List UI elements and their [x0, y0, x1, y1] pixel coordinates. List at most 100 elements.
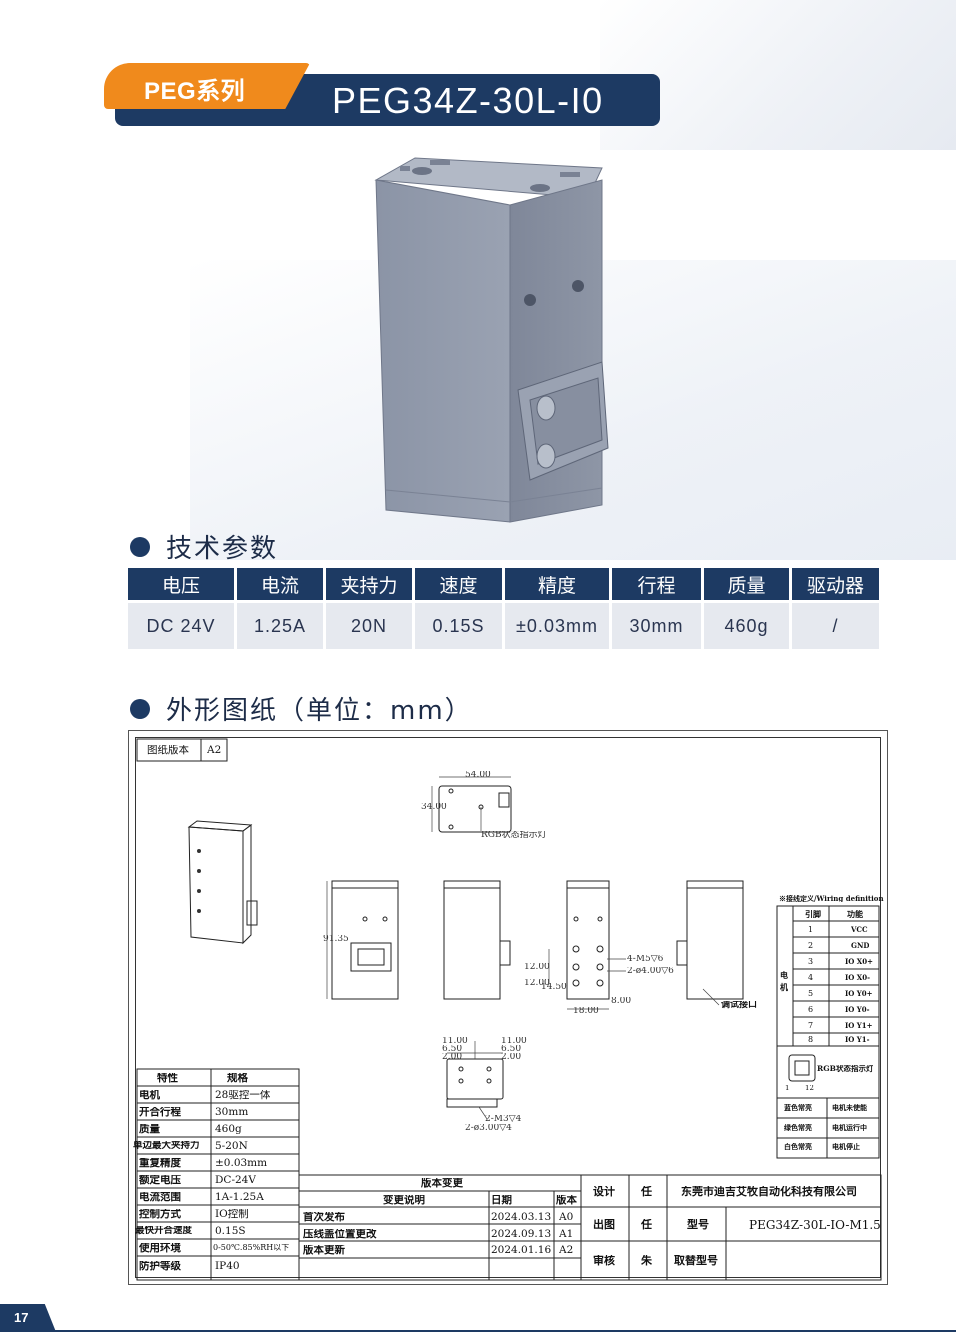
change-date: 2024.09.13 — [491, 1229, 552, 1240]
product-render — [374, 157, 609, 523]
wiring-col-pin: 引脚 — [805, 910, 821, 918]
prop-value: 1A-1.25A — [215, 1192, 264, 1203]
wiring-func: GND — [851, 942, 870, 949]
spec-header: 夹持力 — [326, 568, 412, 600]
wiring-func: IO Y1+ — [845, 1022, 873, 1029]
rgb-callout: RGB状态指示灯 — [481, 831, 547, 840]
change-ver: A1 — [559, 1229, 574, 1240]
technical-drawing: 图纸版本 A2 54.00 34.00 RGB状态指示灯 91.35 12.00… — [128, 730, 888, 1285]
dim-label: 6.50 — [442, 1045, 463, 1054]
dim-label: 12.00 — [524, 963, 550, 972]
prop-value: 5-20N — [215, 1141, 248, 1152]
tb-design: 设计 — [593, 1186, 615, 1197]
version-value: A2 — [207, 745, 222, 756]
rgb-pin: 12 — [805, 1085, 814, 1092]
prop-key: 质量 — [139, 1124, 160, 1135]
spec-value: 1.25A — [237, 603, 323, 649]
prop-key: 开合行程 — [139, 1107, 181, 1118]
wiring-pin: 5 — [808, 990, 814, 998]
dim-label: 2.00 — [442, 1053, 463, 1062]
spec-header: 电压 — [128, 568, 234, 600]
spec-value: 20N — [326, 603, 412, 649]
rgb-pin: 1 — [785, 1085, 790, 1092]
change-date: 2024.01.16 — [491, 1245, 552, 1256]
prop-key: 额定电压 — [139, 1175, 181, 1186]
props-col-b: 规格 — [227, 1073, 248, 1084]
wiring-func: IO Y0- — [845, 1006, 870, 1013]
drawing-border — [135, 737, 881, 1278]
dim-label: 54.00 — [465, 771, 491, 780]
page-number-tab: 17 — [0, 1304, 56, 1332]
tb-review: 审核 — [593, 1255, 615, 1266]
rgb-meaning: 电机停止 — [832, 1143, 860, 1150]
wiring-pin: 2 — [808, 942, 814, 950]
wiring-func: IO X0- — [845, 974, 871, 981]
change-ver: A0 — [559, 1212, 574, 1223]
dim-label: 11.00 — [501, 1037, 527, 1046]
prop-value: 30mm — [215, 1107, 249, 1118]
changes-title: 版本变更 — [421, 1178, 463, 1189]
tb-model-label: 型号 — [687, 1219, 709, 1230]
spec-header: 驱动器 — [792, 568, 879, 600]
dim-label: 6.50 — [501, 1045, 522, 1054]
spec-value: 0.15S — [415, 603, 502, 649]
prop-key: 最快开合速度 — [135, 1226, 193, 1236]
change-desc: 版本更新 — [303, 1245, 345, 1256]
bottom-view — [446, 1041, 504, 1120]
prop-key: 防护等级 — [139, 1261, 181, 1272]
dim-label: 2-M3▽4 — [485, 1115, 522, 1124]
bullet-icon — [130, 698, 150, 719]
wiring-pin: 8 — [808, 1036, 814, 1044]
series-tag: PEG系列 — [104, 63, 310, 109]
wiring-pin: 3 — [808, 958, 814, 966]
wiring-motor-label: 电机 — [780, 970, 788, 992]
iso-view — [187, 820, 258, 945]
prop-value: 0-50℃.85%RH以下 — [213, 1244, 290, 1252]
page-number: 17 — [14, 1310, 29, 1325]
rgb-state: 绿色常亮 — [784, 1124, 812, 1131]
wiring-func: IO X0+ — [845, 958, 873, 965]
change-date: 2024.03.13 — [491, 1212, 552, 1223]
spec-table: 电压 电流 夹持力 速度 精度 行程 质量 驱动器 DC 24V 1.25A 2… — [128, 568, 882, 649]
prop-value: 460g — [215, 1124, 242, 1135]
changes-col-date: 日期 — [491, 1195, 512, 1206]
front-views — [326, 880, 744, 1010]
spec-value: 460g — [704, 603, 789, 649]
spec-value: / — [792, 603, 879, 649]
spec-value: 30mm — [612, 603, 701, 649]
wiring-pin: 4 — [808, 974, 814, 982]
prop-value: IP40 — [215, 1261, 240, 1272]
spec-header-row: 电压 电流 夹持力 速度 精度 行程 质量 驱动器 — [128, 568, 882, 600]
wiring-func: IO Y0+ — [845, 990, 873, 997]
wiring-func: VCC — [851, 926, 868, 933]
dim-label: 12.00 — [524, 979, 550, 988]
prop-value: ±0.03mm — [215, 1158, 268, 1169]
tb-review-by: 朱 — [641, 1255, 652, 1266]
wiring-table-lines — [776, 905, 880, 1047]
dim-label: 11.00 — [442, 1037, 468, 1046]
spec-value: ±0.03mm — [505, 603, 609, 649]
props-col-a: 特性 — [157, 1073, 178, 1084]
footer-line — [40, 1330, 956, 1332]
dim-label: 91.35 — [323, 935, 349, 944]
drawing-linework — [136, 738, 882, 1281]
series-label: PEG系列 — [144, 78, 246, 105]
top-view — [431, 776, 512, 833]
dim-label: 18.00 — [573, 1007, 599, 1016]
spec-value: DC 24V — [128, 603, 234, 649]
prop-key: 重复精度 — [139, 1158, 181, 1169]
background-sheen — [600, 0, 956, 150]
version-label: 图纸版本 — [147, 745, 189, 756]
prop-key: 控制方式 — [139, 1209, 181, 1220]
rgb-table-lines — [776, 1045, 880, 1159]
prop-key: 使用环境 — [139, 1243, 181, 1254]
tb-drawn: 出图 — [593, 1219, 615, 1230]
wiring-pin: 6 — [808, 1006, 814, 1014]
prop-value: 28驱控一体 — [215, 1090, 271, 1101]
prop-key: 电机 — [139, 1090, 160, 1101]
changes-col-ver: 版本 — [556, 1195, 577, 1206]
prop-value: DC-24V — [215, 1175, 256, 1186]
dim-label: 8.00 — [611, 997, 632, 1006]
wiring-title: ※接线定义/Wiring definition — [779, 895, 884, 902]
model-title: PEG34Z-30L-I0 — [332, 80, 604, 121]
